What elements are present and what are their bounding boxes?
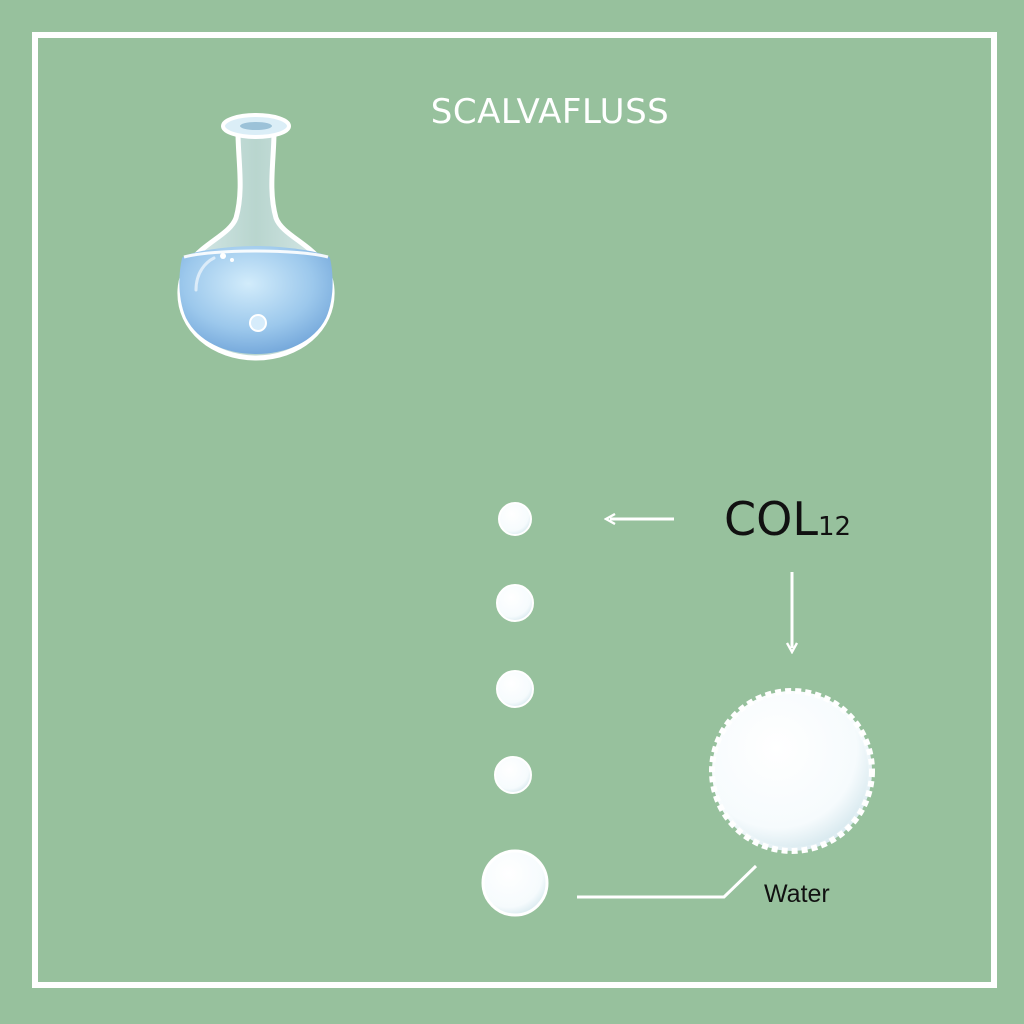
particle-column <box>481 502 549 917</box>
flask-icon <box>177 113 335 361</box>
particle-icon <box>496 584 534 622</box>
water-leader-line <box>577 864 758 899</box>
diagram-title: SCALVAFLUSS <box>430 92 670 132</box>
particle-icon <box>494 756 532 794</box>
particle-icon <box>481 849 549 917</box>
particle-icon <box>496 670 534 708</box>
water-label: Water <box>764 880 830 908</box>
formula-main: COL <box>724 492 818 546</box>
formula-subscript: 12 <box>817 512 852 542</box>
particle-icon <box>498 502 532 536</box>
diagram-frame <box>32 32 997 988</box>
cluster-icon <box>709 688 875 854</box>
formula-label: COL12 <box>724 492 851 546</box>
